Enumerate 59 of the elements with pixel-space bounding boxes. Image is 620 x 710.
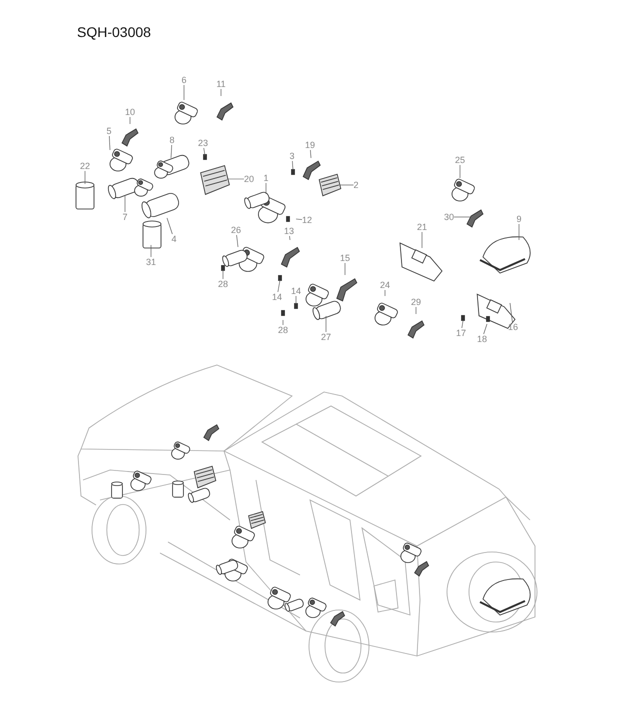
callout-number: 1: [264, 173, 268, 183]
callout-number: 10: [125, 107, 135, 117]
callout-number: 26: [231, 225, 241, 235]
callout-number: 6: [182, 75, 186, 85]
callout-number: 24: [380, 280, 390, 290]
leader-line: [170, 144, 172, 158]
callout-number: 18: [477, 334, 487, 344]
callout-number: 28: [218, 279, 228, 289]
leader-line: [462, 320, 464, 328]
leader-line: [226, 178, 244, 180]
leader-line: [310, 150, 312, 158]
leader-line: [150, 244, 152, 258]
leader-line: [510, 302, 513, 322]
callout-number: 29: [411, 297, 421, 307]
callout-number: 23: [198, 138, 208, 148]
callout-number: 17: [456, 328, 466, 338]
callout-number: 14: [291, 286, 301, 296]
callout-number: 4: [172, 234, 176, 244]
leader-line: [344, 262, 346, 276]
leader-line: [278, 280, 280, 292]
callout-number: 5: [106, 126, 112, 136]
callout-number: 15: [340, 253, 350, 263]
leader-line: [340, 184, 354, 186]
callout-number: 12: [302, 215, 312, 225]
leader-line: [108, 136, 110, 150]
callout-number: 8: [170, 135, 174, 145]
callout-number: 25: [455, 155, 465, 165]
leader-line: [220, 88, 222, 96]
callout-number: 31: [146, 257, 156, 267]
callout-number: 20: [244, 174, 254, 184]
diagram-title: SQH-03008: [77, 24, 151, 40]
callout-number: 28: [278, 325, 288, 335]
callout-number: 13: [284, 226, 294, 236]
callout-number: 2: [354, 180, 358, 190]
leader-line: [203, 148, 206, 156]
callout-number: 19: [305, 140, 315, 150]
callout-number: 11: [216, 79, 226, 89]
callout-number: 21: [417, 222, 427, 232]
leader-line: [384, 290, 386, 296]
callout-number: 14: [272, 292, 282, 302]
leader-line: [282, 320, 284, 326]
leader-line: [166, 218, 173, 234]
leader-line: [84, 170, 86, 184]
callout-number: 3: [290, 151, 294, 161]
callout-number: 27: [321, 332, 331, 342]
leader-line: [236, 234, 238, 248]
leader-line: [289, 236, 290, 240]
callout-number: 22: [80, 161, 90, 171]
leader-line: [292, 160, 294, 170]
callout-number: 7: [122, 212, 128, 222]
callout-number: 9: [516, 214, 522, 224]
callout-number: 30: [444, 212, 454, 222]
leader-line: [124, 196, 126, 212]
leader-line: [518, 224, 520, 240]
leader-line: [296, 218, 302, 220]
leader-line: [222, 270, 224, 280]
leader-line: [483, 324, 488, 334]
callout-number: 16: [508, 322, 518, 332]
leader-line: [454, 216, 470, 218]
